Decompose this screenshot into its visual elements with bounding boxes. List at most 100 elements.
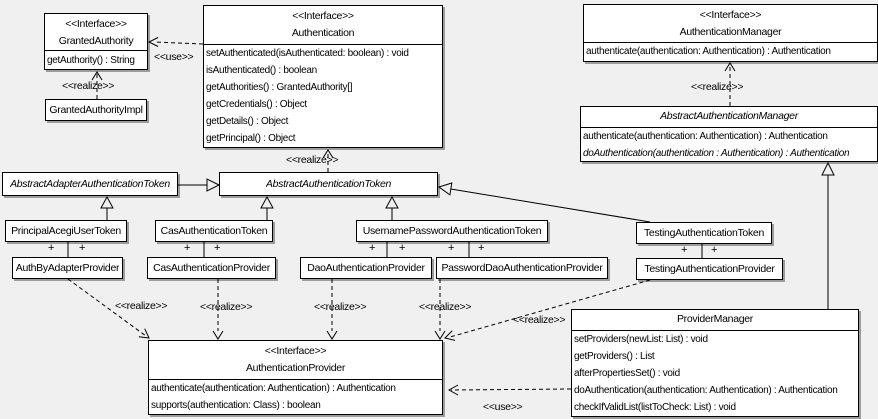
open-arrowhead-icon xyxy=(326,330,338,340)
triangle-arrowhead-icon xyxy=(206,178,221,192)
class-granted-authority[interactable]: <<Interface>> GrantedAuthority getAuthor… xyxy=(44,13,148,70)
class-header: <<Interface>> AuthenticationManager xyxy=(584,5,877,42)
method: getDetails() : Object xyxy=(206,116,289,127)
class-name: AbstractAuthenticationManager xyxy=(660,110,798,122)
open-arrowhead-icon xyxy=(91,71,103,81)
realize-label: <<realize>> xyxy=(691,81,744,93)
association-end-label: + xyxy=(369,242,376,254)
open-arrowhead-icon xyxy=(147,37,159,47)
class-dao-authentication-provider[interactable]: DaoAuthenticationProvider xyxy=(300,257,432,279)
class-name: CasAuthenticationProvider xyxy=(153,262,270,274)
class-abstract-adapter-authentication-token[interactable]: AbstractAdapterAuthenticationToken xyxy=(2,172,178,196)
generalization-edge-testingauthenticationtoken xyxy=(437,182,651,223)
class-name: Authentication xyxy=(291,27,355,39)
class-name: GrantedAuthorityImpl xyxy=(49,104,143,116)
method: doAuthentication(authentication: Authent… xyxy=(574,385,838,396)
association-end-label: + xyxy=(48,242,55,254)
class-abstract-authentication-token[interactable]: AbstractAuthenticationToken xyxy=(219,172,438,196)
class-name: AuthByAdapterProvider xyxy=(15,262,120,274)
use-edge-authentication-to-grantedauthority xyxy=(147,37,204,47)
class-stereotype: <<Interface>> xyxy=(264,345,327,357)
realize-label: <<realize>> xyxy=(115,300,168,312)
class-cas-authentication-token[interactable]: CasAuthenticationToken xyxy=(155,220,273,242)
class-name: AbstractAuthenticationToken xyxy=(265,178,392,190)
association-end-label: + xyxy=(711,244,718,256)
class-name: TestingAuthenticationProvider xyxy=(644,263,775,275)
method: checkIfValidList(listToCheck: List) : vo… xyxy=(574,402,736,413)
method: doAuthentication(authentication : Authen… xyxy=(583,148,850,159)
realize-label: <<realize>> xyxy=(419,301,472,313)
triangle-arrowhead-icon xyxy=(821,161,835,176)
method: getProviders() : List xyxy=(574,351,655,362)
class-authentication[interactable]: <<Interface>> Authentication setAuthenti… xyxy=(203,5,443,148)
method: getAuthorities() : GrantedAuthority[] xyxy=(206,82,353,93)
class-stereotype: <<Interface>> xyxy=(292,10,354,22)
open-arrowhead-icon xyxy=(434,330,446,340)
association-end-label: + xyxy=(214,242,221,254)
class-header: ProviderManager xyxy=(572,310,858,330)
class-name: DaoAuthenticationProvider xyxy=(307,262,425,274)
method: authenticate(authentication: Authenticat… xyxy=(151,383,396,394)
triangle-arrowhead-icon xyxy=(385,195,399,209)
method: authenticate(authentication: Authenticat… xyxy=(583,131,828,142)
class-testing-authentication-token[interactable]: TestingAuthenticationToken xyxy=(636,222,772,244)
class-abstract-authentication-manager[interactable]: AbstractAuthenticationManager authentica… xyxy=(580,106,878,162)
class-provider-manager[interactable]: ProviderManager setProviders(newList: Li… xyxy=(571,309,859,417)
class-header: AbstractAuthenticationManager xyxy=(581,107,877,127)
generalization-edge-principalacegiusertoken xyxy=(100,195,114,220)
triangle-arrowhead-icon xyxy=(437,182,453,196)
method: setAuthenticated(isAuthenticated: boolea… xyxy=(206,48,409,59)
class-granted-authority-impl[interactable]: GrantedAuthorityImpl xyxy=(45,99,147,121)
realize-label: <<realize>> xyxy=(200,301,253,313)
association-end-label: + xyxy=(478,242,485,254)
method: setProviders(newList: List) : void xyxy=(574,334,708,345)
class-name: AuthenticationManager xyxy=(679,26,782,38)
class-name: UsernamePasswordAuthenticationToken xyxy=(362,225,542,237)
class-name: AbstractAdapterAuthenticationToken xyxy=(10,178,170,190)
association-end-label: + xyxy=(184,242,191,254)
class-header: <<Interface>> Authentication xyxy=(204,6,442,44)
open-arrowhead-icon xyxy=(444,330,456,341)
class-principal-acegi-user-token[interactable]: PrincipalAcegiUserToken xyxy=(5,220,127,242)
method: getCredentials() : Object xyxy=(206,99,307,110)
open-arrowhead-icon xyxy=(138,328,150,339)
method: afterPropertiesSet() : void xyxy=(574,368,680,379)
realize-label: <<realize>> xyxy=(314,301,367,313)
use-label: <<use>> xyxy=(154,51,194,63)
method: getPrincipal() : Object xyxy=(206,133,296,144)
class-name: AuthenticationProvider xyxy=(245,362,346,374)
realize-label: <<realize>> xyxy=(286,154,339,166)
generalization-edge-abstractadapter-to-abstracttoken xyxy=(178,178,221,192)
method: getAuthority() : String xyxy=(47,55,135,66)
class-stereotype: <<Interface>> xyxy=(65,18,127,30)
class-name: TestingAuthenticationToken xyxy=(643,227,765,239)
class-authentication-provider[interactable]: <<Interface>> AuthenticationProvider aut… xyxy=(148,340,443,415)
class-name: PrincipalAcegiUserToken xyxy=(11,225,121,237)
class-authentication-manager[interactable]: <<Interface>> AuthenticationManager auth… xyxy=(583,4,878,62)
realize-label: <<realize>> xyxy=(62,80,115,92)
open-arrowhead-icon xyxy=(724,62,736,72)
class-username-password-authentication-token[interactable]: UsernamePasswordAuthenticationToken xyxy=(356,220,548,242)
class-name: PasswordDaoAuthenticationProvider xyxy=(441,262,603,274)
association-end-label: + xyxy=(399,242,406,254)
class-auth-by-adapter-provider[interactable]: AuthByAdapterProvider xyxy=(12,257,123,279)
open-arrowhead-icon xyxy=(447,384,459,396)
generalization-edge-casauthenticationtoken xyxy=(260,195,274,220)
association-end-label: + xyxy=(681,244,688,256)
class-testing-authentication-provider[interactable]: TestingAuthenticationProvider xyxy=(636,258,783,280)
class-password-dao-authentication-provider[interactable]: PasswordDaoAuthenticationProvider xyxy=(436,257,608,279)
method: isAuthenticated() : boolean xyxy=(206,65,317,76)
method: authenticate(authentication: Authenticat… xyxy=(586,46,831,57)
association-end-label: + xyxy=(79,242,86,254)
class-name: GrantedAuthority xyxy=(58,35,134,47)
use-label: <<use>> xyxy=(483,401,523,413)
triangle-arrowhead-icon xyxy=(100,195,114,209)
generalization-edge-usernamepasswordtoken xyxy=(385,195,399,220)
method: supports(authentication: Class) : boolea… xyxy=(151,400,321,411)
class-header: <<Interface>> GrantedAuthority xyxy=(45,14,147,50)
association-end-label: + xyxy=(448,242,455,254)
class-cas-authentication-provider[interactable]: CasAuthenticationProvider xyxy=(147,257,276,279)
class-header: <<Interface>> AuthenticationProvider xyxy=(149,341,442,379)
class-stereotype: <<Interface>> xyxy=(699,9,762,21)
